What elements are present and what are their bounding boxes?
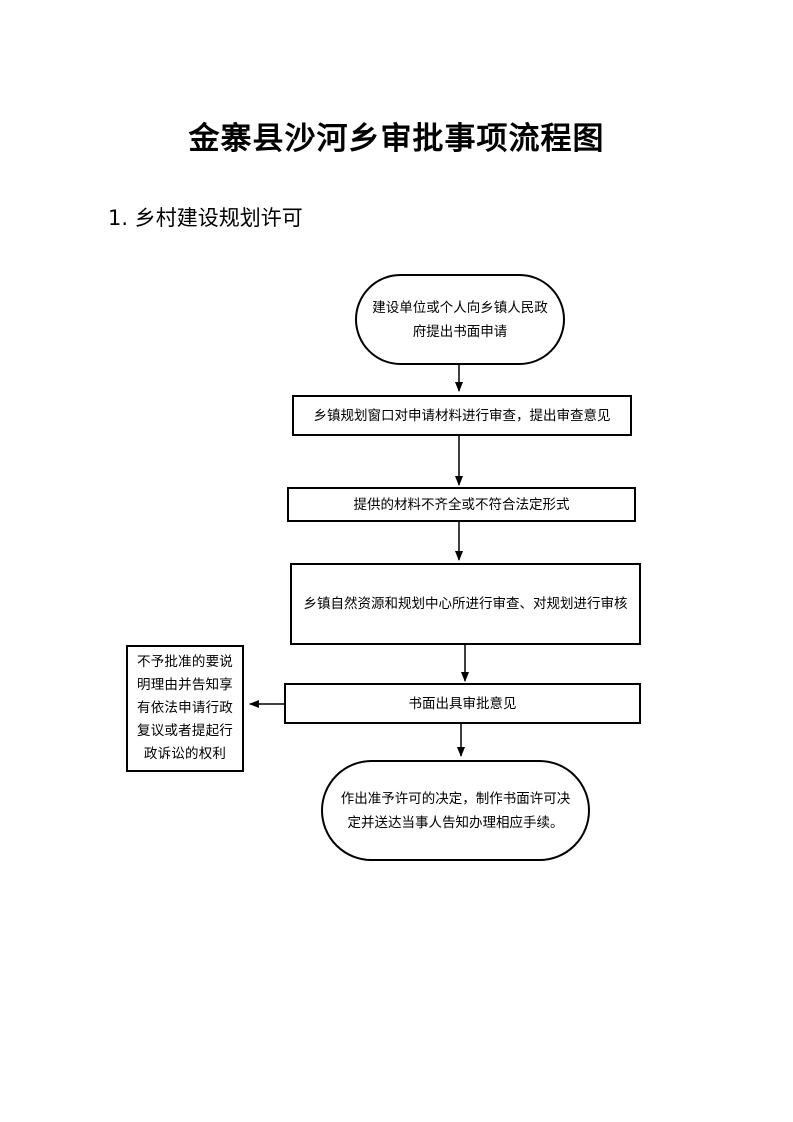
flow-window-review-box: 乡镇规划窗口对申请材料进行审查，提出审查意见 (292, 395, 632, 436)
page-title: 金寨县沙河乡审批事项流程图 (188, 121, 605, 157)
flow-rejection-box: 不予批准的要说明理由并告知享有依法申请行政复议或者提起行政诉讼的权利 (126, 645, 244, 772)
flow-center-review-text: 乡镇自然资源和规划中心所进行审查、对规划进行审核 (303, 596, 628, 612)
flow-start-text: 建设单位或个人向乡镇人民政府提出书面申请 (372, 299, 548, 340)
flow-incomplete-text: 提供的材料不齐全或不符合法定形式 (353, 496, 570, 513)
flow-rejection-text: 不予批准的要说明理由并告知享有依法申请行政复议或者提起行政诉讼的权利 (137, 654, 233, 762)
flow-center-review-box: 乡镇自然资源和规划中心所进行审查、对规划进行审核 (290, 563, 641, 645)
section-heading: 1. 乡村建设规划许可 (108, 206, 303, 230)
flow-incomplete-box: 提供的材料不齐全或不符合法定形式 (287, 487, 636, 522)
flow-start-node: 建设单位或个人向乡镇人民政府提出书面申请 (355, 274, 565, 365)
flow-written-opinion-text: 书面出具审批意见 (408, 695, 517, 712)
flow-end-text: 作出准予许可的决定，制作书面许可决定并送达当事人告知办理相应手续。 (340, 790, 571, 831)
flow-written-opinion-box: 书面出具审批意见 (284, 683, 641, 724)
flow-window-review-text: 乡镇规划窗口对申请材料进行审查，提出审查意见 (313, 407, 611, 424)
flow-end-node: 作出准予许可的决定，制作书面许可决定并送达当事人告知办理相应手续。 (321, 760, 590, 861)
